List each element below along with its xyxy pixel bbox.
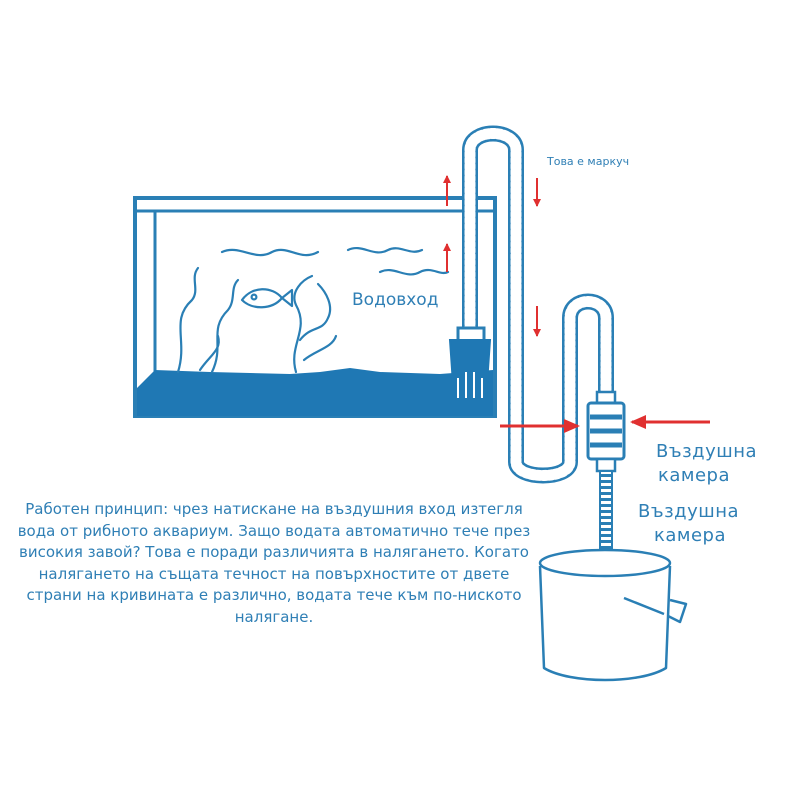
intake-strainer bbox=[448, 326, 492, 399]
bulb-bottom-cap bbox=[595, 457, 617, 473]
air-chamber-label-1-line2: камера bbox=[658, 465, 731, 486]
bucket-rim bbox=[538, 548, 672, 578]
seaweed-left-2 bbox=[210, 278, 240, 374]
seaweed-right-3 bbox=[302, 334, 338, 362]
tank-gravel bbox=[137, 368, 493, 416]
bucket-body bbox=[538, 565, 672, 682]
wave-1 bbox=[220, 248, 320, 257]
seaweed-left-1 bbox=[176, 266, 200, 374]
fish-eye bbox=[250, 293, 258, 301]
working-principle-text: Работен принцип: чрез натискане на възду… bbox=[17, 500, 531, 626]
strainer-slots bbox=[457, 372, 483, 398]
siphon-hose bbox=[462, 125, 614, 484]
air-arrows bbox=[500, 415, 710, 433]
wave-3 bbox=[378, 268, 450, 276]
air-chamber-bulb bbox=[586, 390, 626, 473]
fish-tail bbox=[280, 288, 294, 308]
outlet-tube bbox=[599, 470, 613, 562]
seaweed-right-1 bbox=[293, 274, 314, 374]
bucket bbox=[538, 548, 688, 682]
seaweed bbox=[176, 266, 338, 374]
aquarium-tank bbox=[133, 196, 497, 418]
bulb-bands bbox=[590, 414, 622, 448]
water-waves bbox=[220, 247, 450, 276]
seaweed-left-3 bbox=[198, 334, 220, 372]
outlet-tube-outline bbox=[599, 470, 613, 562]
hose-label: Това е маркуч bbox=[547, 155, 630, 168]
hose-ribs bbox=[464, 128, 612, 481]
air-chamber-label-2-line2: камера bbox=[654, 525, 727, 546]
air-chamber-label-1-line1: Въздушна bbox=[656, 441, 758, 462]
seaweed-right-2 bbox=[298, 282, 332, 342]
air-chamber-label-2: Въздушна камера bbox=[638, 500, 739, 548]
wave-2 bbox=[346, 247, 424, 254]
strainer-body bbox=[448, 339, 492, 399]
water-inlet-label: Водовход bbox=[352, 290, 439, 310]
air-chamber-label-2-line1: Въздушна bbox=[638, 501, 740, 522]
bucket-handle bbox=[623, 596, 688, 624]
air-chamber-label-1: Въздушна камера bbox=[656, 440, 757, 488]
fish bbox=[240, 288, 294, 309]
